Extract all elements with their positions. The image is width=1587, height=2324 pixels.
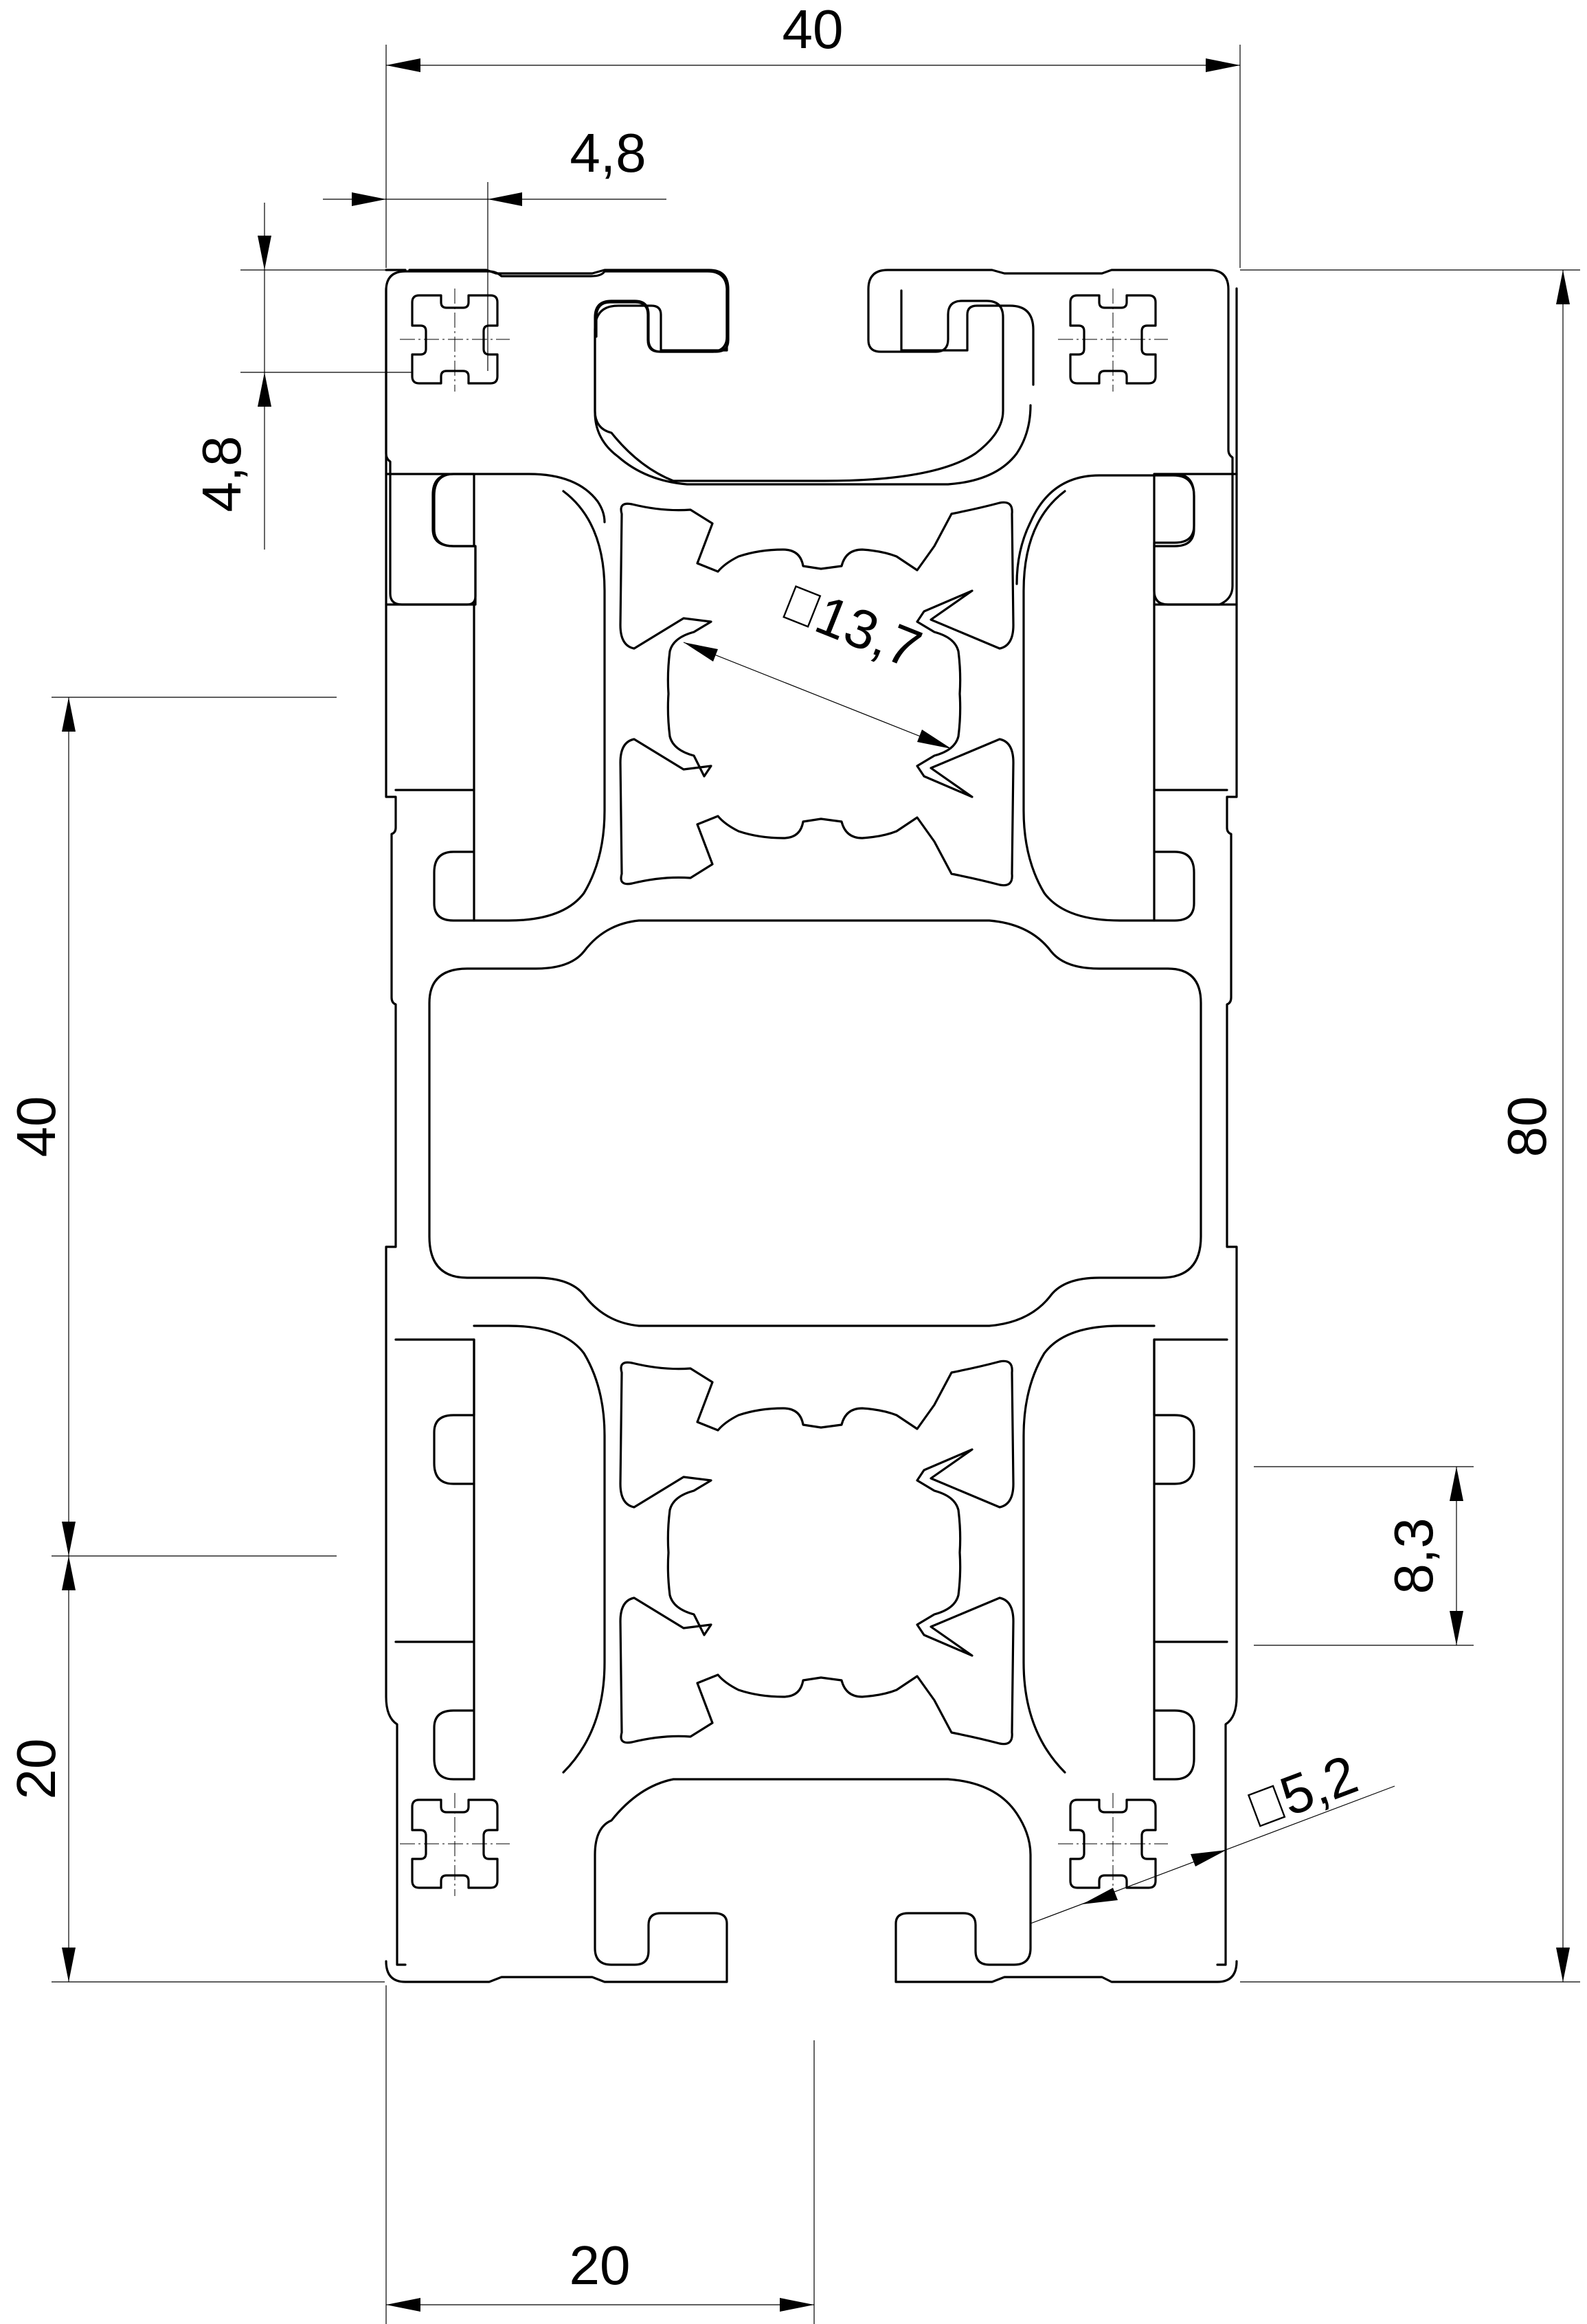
corner-channel-tl [398, 287, 511, 393]
dim-overall-width: 40 [783, 0, 844, 60]
right-slot-1-lip [1153, 545, 1238, 606]
right-wall [1216, 287, 1238, 1966]
corner-channel-br [1057, 1792, 1169, 1897]
top-left-pocket [594, 289, 1032, 486]
dim-overall-height: 80 [1496, 1096, 1557, 1158]
upper-core [619, 501, 1015, 887]
right-slot-3 [1153, 1338, 1228, 1485]
dim-slot-opening: 8,3 [1383, 1518, 1444, 1594]
left-slot-3 [394, 1338, 475, 1485]
left-slot-1 [385, 473, 475, 548]
left-slot-1-lip [385, 545, 477, 606]
lower-right-web [1022, 1324, 1156, 1774]
right-slot-4 [1153, 1640, 1228, 1781]
corner-channel-bl [398, 1792, 511, 1897]
dim-bottom-half-width: 20 [570, 2235, 631, 2296]
left-slot-2 [394, 789, 475, 922]
dim-core-label: 13,7 [783, 584, 930, 680]
arrow-head [1206, 58, 1240, 72]
right-slot-1 [1153, 473, 1238, 548]
dim-pitch-left: 40 [5, 1096, 67, 1158]
dim-line-core [683, 642, 952, 749]
left-wall [385, 287, 407, 1966]
arrow-head [386, 58, 420, 72]
dim-slot-offset-x: 4,8 [570, 122, 646, 183]
upper-right-web [1022, 490, 1156, 922]
top-right-pocket [900, 289, 1035, 386]
dim-slot-offset-y: 4,8 [191, 436, 252, 512]
upper-left-web [473, 490, 606, 922]
dim-edge-to-center: 20 [5, 1739, 67, 1800]
central-cavity [428, 919, 1202, 1327]
corner-channel-tr [1057, 287, 1169, 393]
lower-left-web [473, 1324, 606, 1774]
profile-outline [385, 270, 728, 606]
dim-small-core-label: 5,2 [1247, 1744, 1365, 1827]
lower-core [619, 1360, 1015, 1746]
profile-body [408, 269, 1234, 606]
left-slot-4 [394, 1640, 475, 1781]
right-slot-2 [1153, 789, 1228, 922]
dim-core-square: 13,7 [808, 584, 930, 680]
dim-small-core-square: 5,2 [1272, 1744, 1365, 1827]
bottom-edge [385, 1778, 1238, 1983]
